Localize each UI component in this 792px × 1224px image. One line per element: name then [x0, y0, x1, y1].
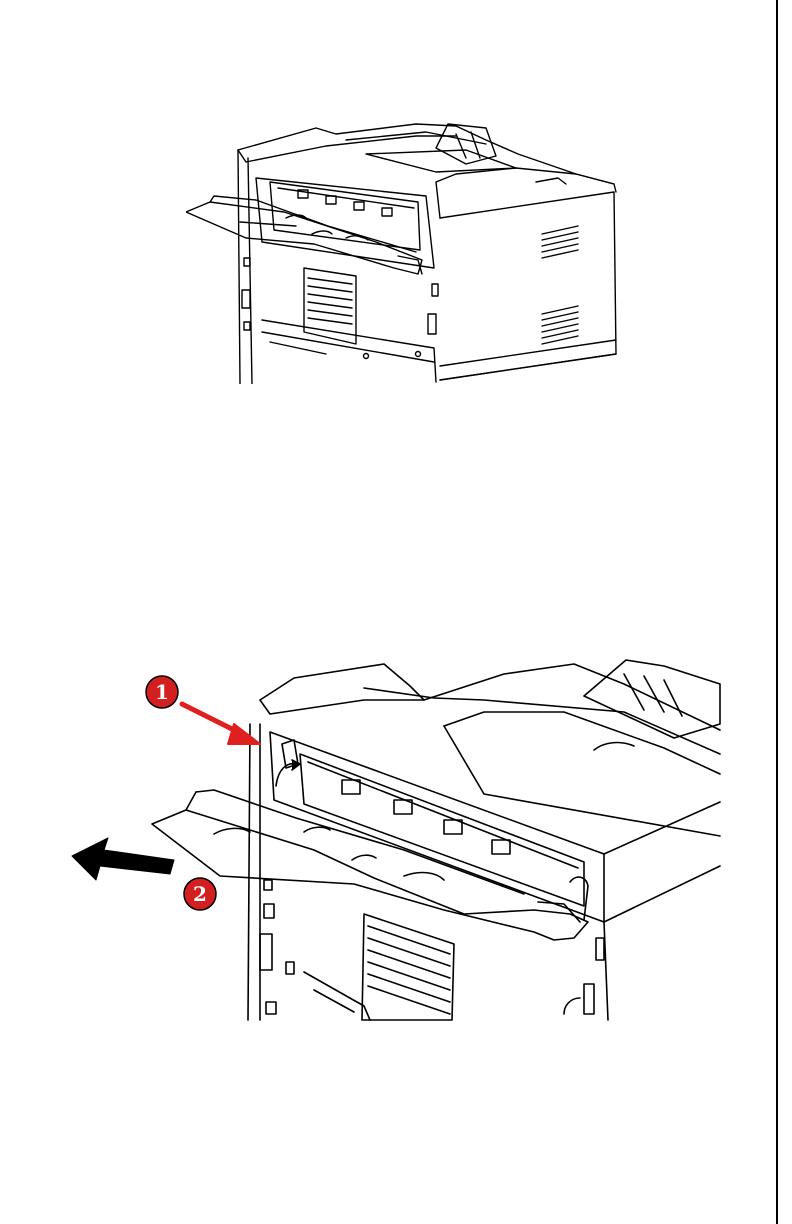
black-arrow-icon	[72, 838, 174, 880]
callout-number-2: 2	[193, 882, 207, 906]
callout-1: 1	[146, 676, 260, 744]
printer-rear-figure-bottom: 1 2	[64, 654, 724, 1024]
callout-number-1: 1	[155, 680, 169, 704]
printer-rear-figure-top	[186, 118, 618, 384]
callout-2: 2	[72, 838, 216, 910]
page-edge-line	[776, 0, 778, 1224]
printer-rear-illustration	[186, 118, 618, 384]
printer-rear-tray-opening-illustration: 1 2	[64, 654, 724, 1024]
